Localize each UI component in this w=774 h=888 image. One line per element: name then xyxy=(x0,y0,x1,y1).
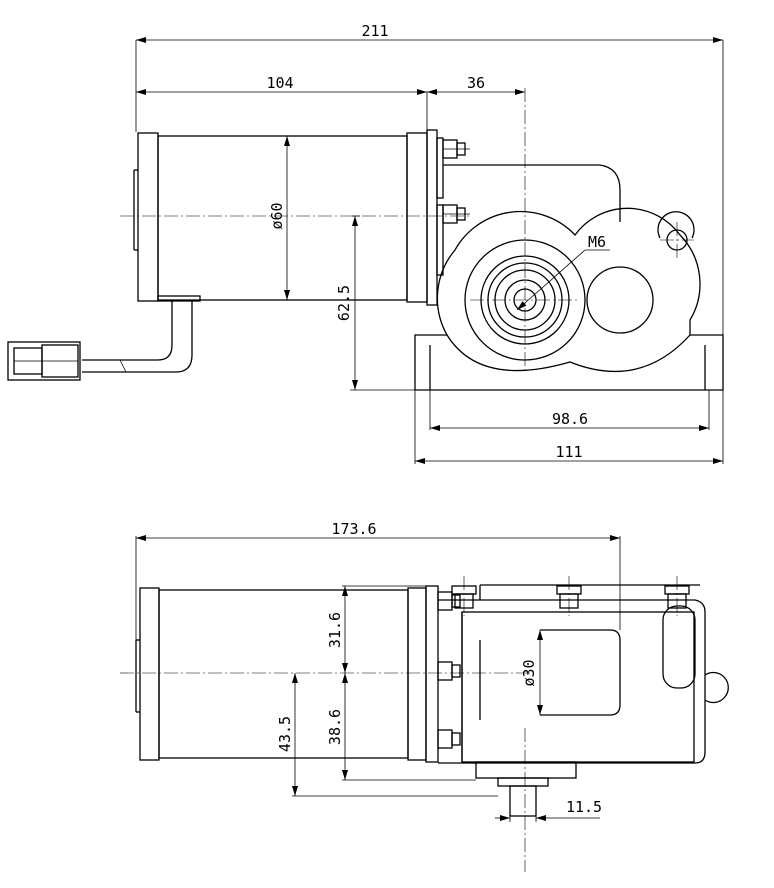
dim-label: 111 xyxy=(555,443,582,461)
dim-total-length: 173.6 xyxy=(135,520,621,640)
top-view: 211 104 36 ø60 62.5 M6 xyxy=(7,22,724,464)
top-screw xyxy=(451,576,477,616)
terminal-screw xyxy=(437,661,461,681)
dim-flange-to-shaft: 36 xyxy=(427,74,525,95)
dim-label: M6 xyxy=(588,233,606,251)
dim-label: 43.5 xyxy=(276,716,294,752)
dim-motor-diameter: ø60 xyxy=(268,136,290,300)
dim-gear-diameter: ø30 xyxy=(520,630,543,715)
thread-callout: M6 xyxy=(516,233,610,311)
dim-label: 62.5 xyxy=(335,285,353,321)
dim-overall-length: 211 xyxy=(135,22,724,335)
terminal-screw xyxy=(437,591,461,611)
dim-label: 38.6 xyxy=(326,709,344,745)
dim-label: 36 xyxy=(467,74,485,92)
terminal-screw xyxy=(442,204,470,224)
gearbox-housing xyxy=(414,207,724,391)
dim-motor-length: 104 xyxy=(136,74,428,130)
dim-base-width: 111 xyxy=(414,390,724,464)
terminal-screw xyxy=(437,729,461,749)
dim-shaft-height: 62.5 xyxy=(335,215,415,391)
dim-label: 31.6 xyxy=(326,612,344,648)
dim-label: ø60 xyxy=(268,202,286,229)
dim-label: 211 xyxy=(361,22,388,40)
mount-ear-hole xyxy=(657,211,695,258)
motor-body xyxy=(135,585,439,763)
top-screw xyxy=(556,576,582,616)
flange-plate xyxy=(426,129,621,306)
side-view: 173.6 31.6 38.6 43.5 ø30 xyxy=(120,520,729,872)
dim-label: 98.6 xyxy=(552,410,588,428)
dim-label: 104 xyxy=(266,74,293,92)
cable-connector xyxy=(7,300,193,381)
dim-mount-hole-span: 98.6 xyxy=(429,390,710,431)
gearbox-housing xyxy=(438,584,729,817)
dim-axis-height: 43.5 xyxy=(276,673,498,797)
dim-label: 173.6 xyxy=(331,520,376,538)
dim-upper-offset: 31.6 xyxy=(326,585,426,673)
dim-label: ø30 xyxy=(520,659,538,686)
dim-shaft-width: 11.5 xyxy=(495,798,602,822)
terminal-screw xyxy=(442,139,470,159)
dim-lower-offset: 38.6 xyxy=(326,673,476,781)
top-screw xyxy=(664,576,690,616)
dim-label: 11.5 xyxy=(566,798,602,816)
